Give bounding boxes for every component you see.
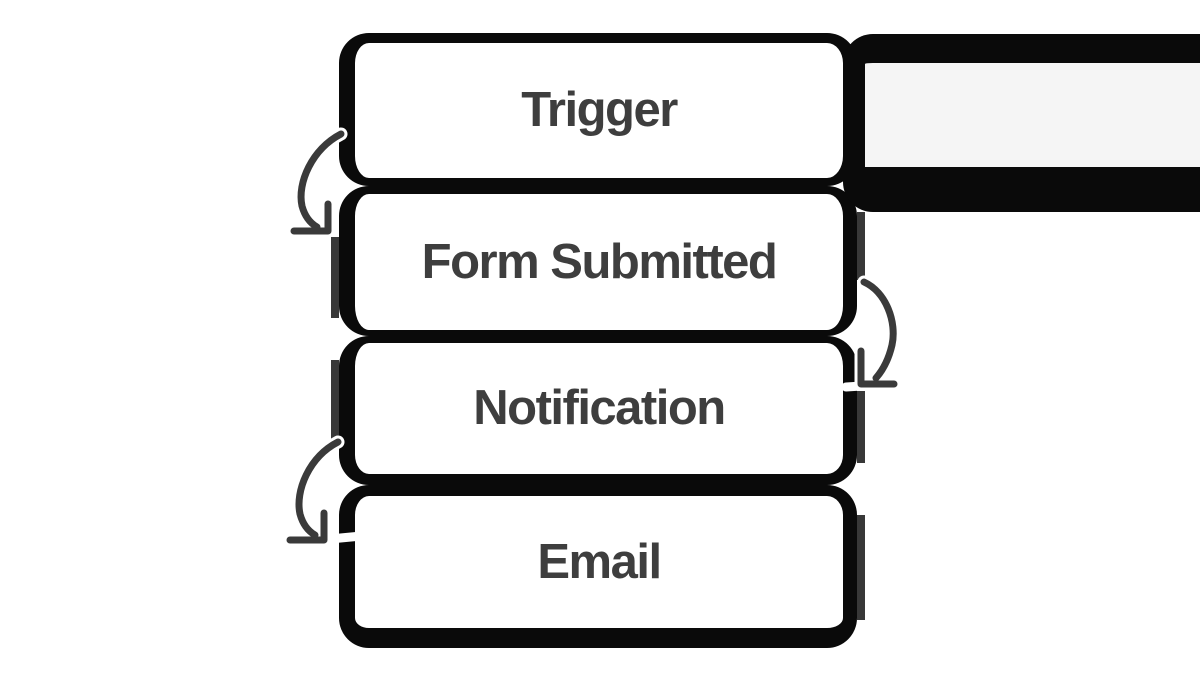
flow-node-notification-label: Notification <box>473 381 726 435</box>
curved-arrow-trigger-to-form-icon <box>290 130 345 235</box>
flow-node-notification[interactable]: Notification <box>339 336 857 485</box>
flow-node-trigger-label: Trigger <box>521 83 678 137</box>
curved-arrow-notification-to-email-icon <box>286 438 342 544</box>
flow-node-form-submitted[interactable]: Form Submitted <box>339 186 857 336</box>
curved-arrow-form-to-notification-icon <box>857 278 898 388</box>
flow-node-email[interactable]: Email <box>339 485 857 648</box>
flow-node-side-partial[interactable] <box>843 34 1200 212</box>
flow-node-form-submitted-label: Form Submitted <box>421 234 778 289</box>
flow-node-trigger[interactable]: Trigger <box>339 33 857 186</box>
flow-node-email-label: Email <box>537 534 662 589</box>
